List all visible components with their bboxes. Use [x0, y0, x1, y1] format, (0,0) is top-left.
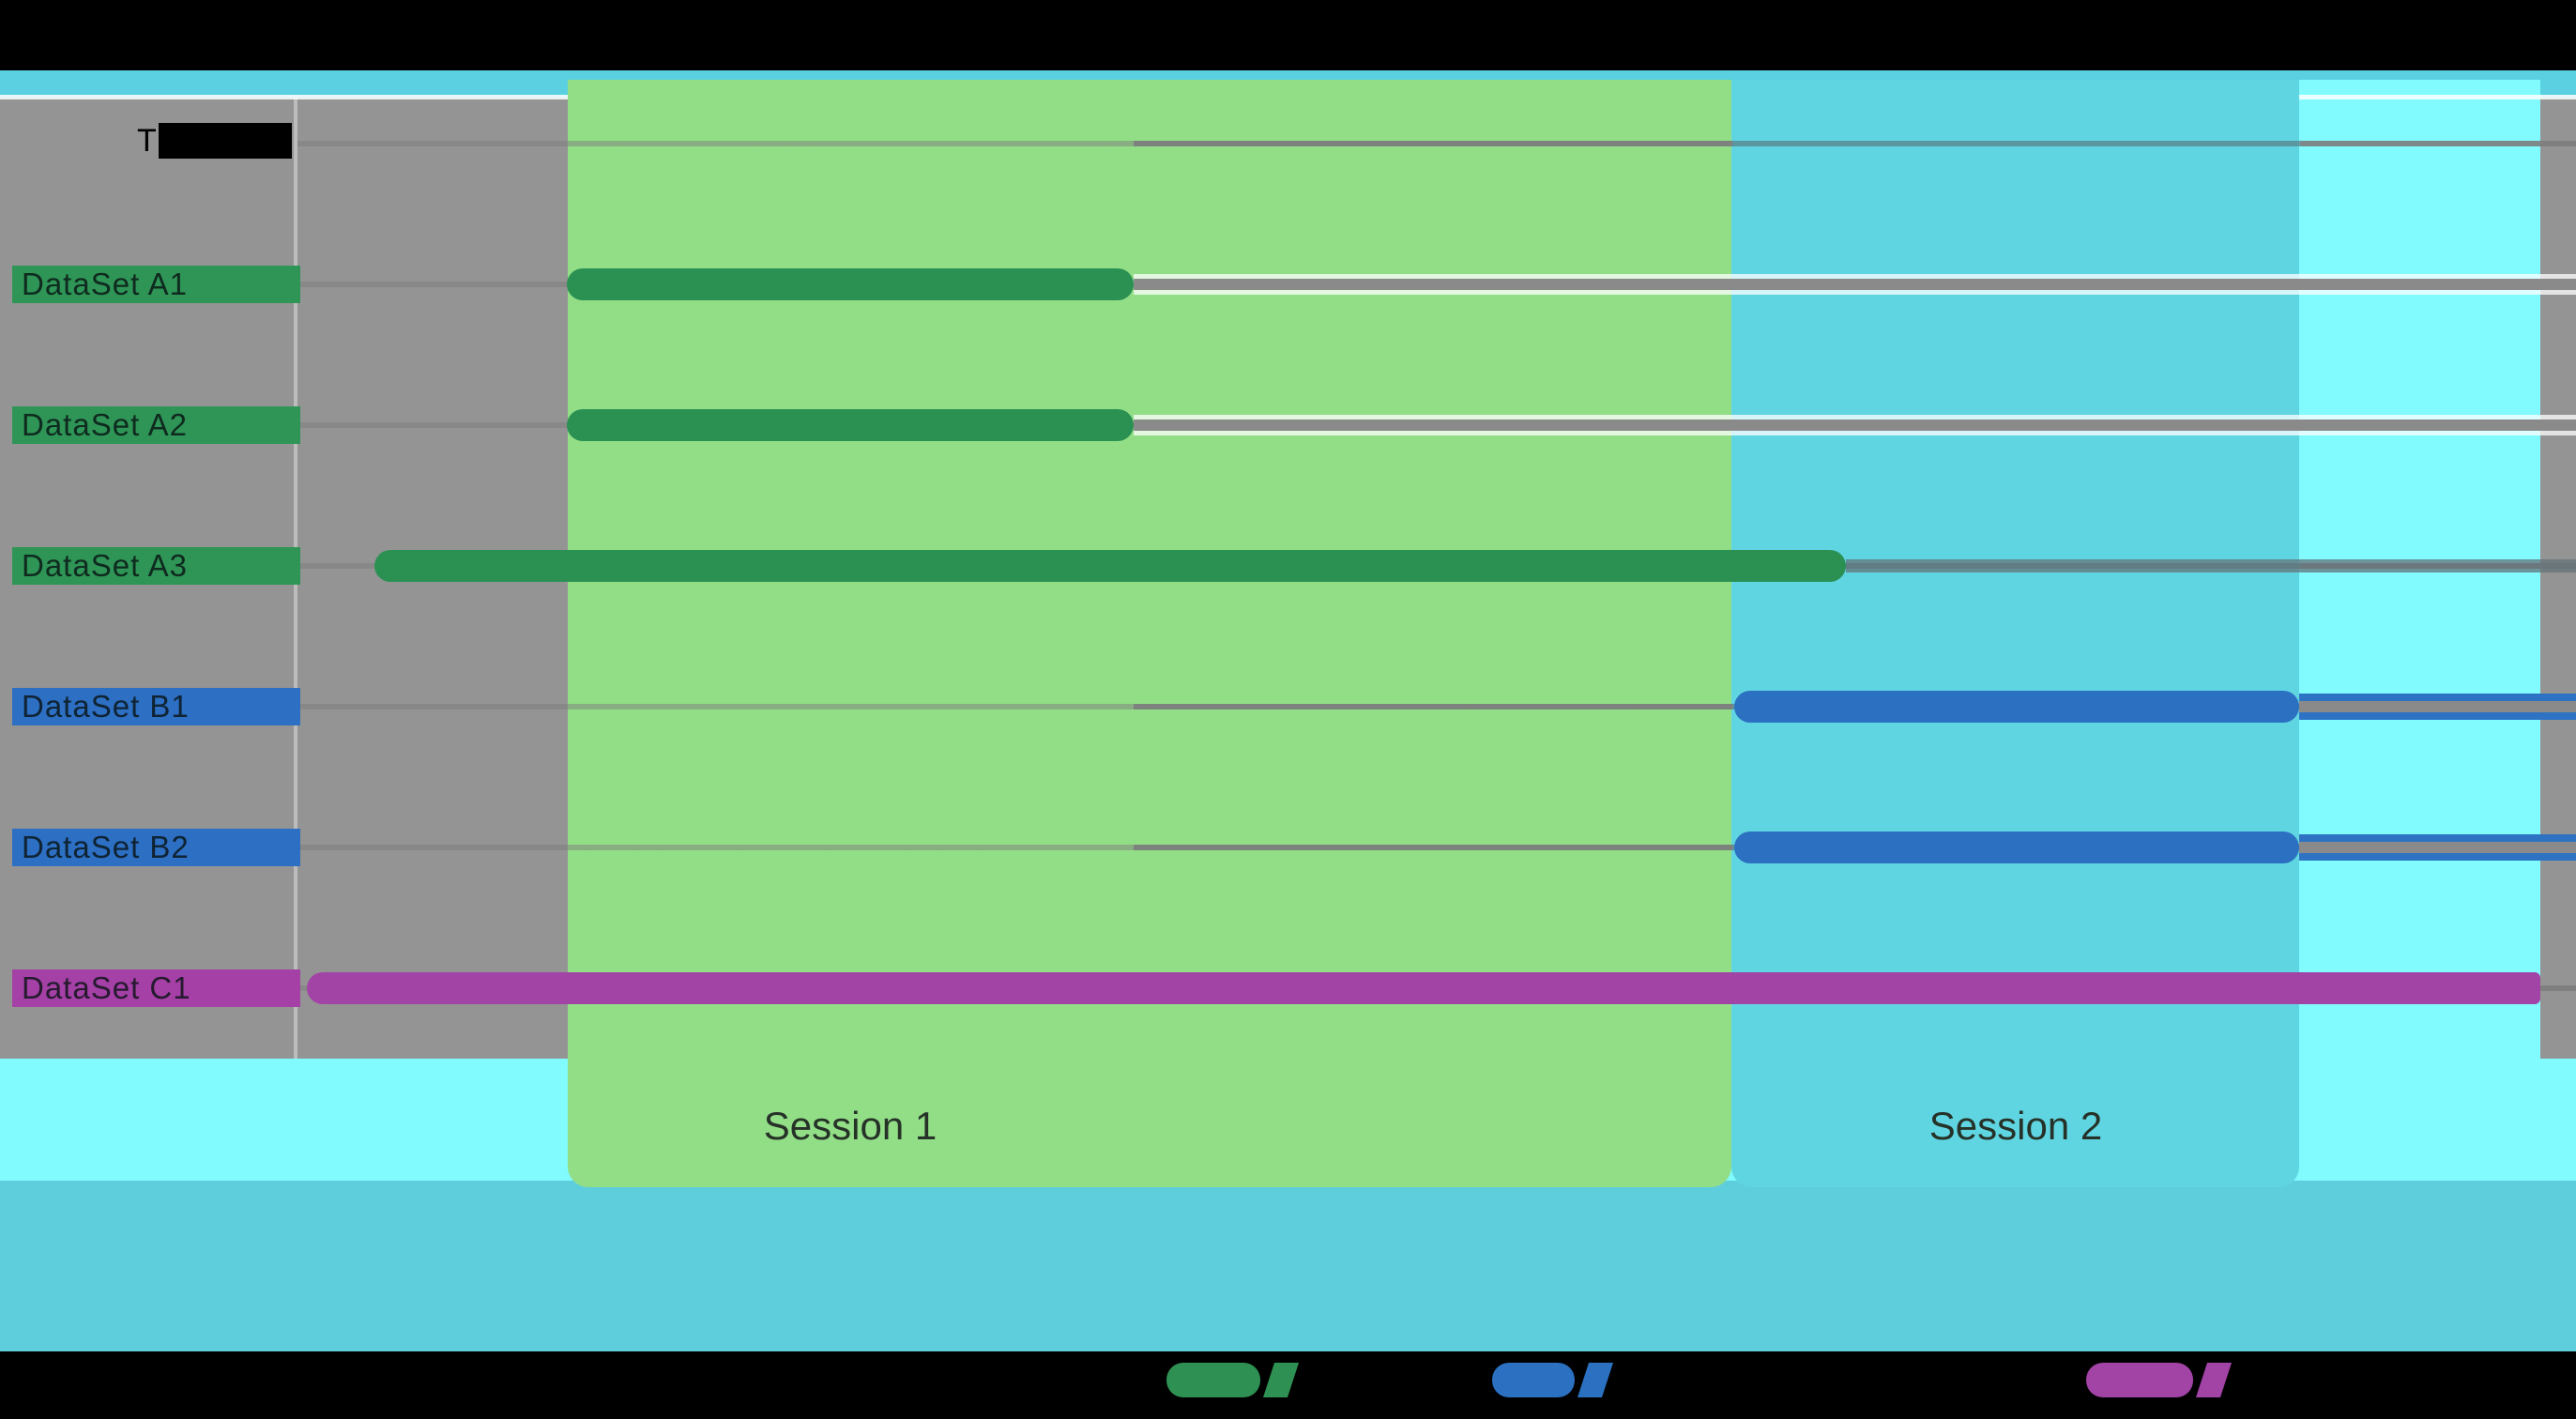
bar-dataset-b2 — [1734, 832, 2299, 863]
track-stripe — [2299, 701, 2576, 712]
legend-slash-3 — [2195, 1363, 2233, 1397]
track-stripe — [1134, 274, 2576, 279]
legend-slash-1 — [1262, 1363, 1300, 1397]
legend-label-redacted-1 — [1302, 1366, 1480, 1395]
track-stripe — [2299, 853, 2576, 861]
track-dataset-b2 — [2299, 834, 2576, 861]
legend-item-1 — [1166, 1363, 1480, 1397]
top-hairline-right — [2299, 95, 2576, 99]
session-label-1: Session 1 — [763, 1104, 937, 1148]
legend-item-2 — [1492, 1363, 1794, 1397]
gridline-row-0 — [297, 141, 2576, 146]
bar-dataset-a2 — [567, 409, 1134, 441]
track-dataset-a1 — [1134, 274, 2576, 295]
session-band-1 — [568, 80, 1731, 1187]
row-label-dataset-a3: DataSet A3 — [12, 547, 300, 585]
trailing-band — [2299, 80, 2540, 1181]
track-dataset-b1 — [2299, 694, 2576, 720]
row-label-dataset-a2: DataSet A2 — [12, 406, 300, 444]
legend-item-3 — [2086, 1363, 2413, 1397]
track-stripe — [2299, 842, 2576, 853]
track-stripe — [2299, 694, 2576, 701]
bar-dataset-a3 — [374, 550, 1846, 582]
legend-swatch-3 — [2086, 1363, 2193, 1397]
gridline-row-5 — [297, 845, 2576, 850]
session-band-2 — [1731, 80, 2299, 1187]
row-label-dataset-c1: DataSet C1 — [12, 969, 300, 1007]
legend-label-redacted-3 — [2234, 1366, 2413, 1395]
track-stripe — [1846, 559, 2576, 572]
title-redaction-box — [158, 123, 292, 159]
track-stripe — [1134, 279, 2576, 290]
row-label-dataset-a1: DataSet A1 — [12, 266, 300, 303]
track-stripe — [2299, 834, 2576, 842]
bar-dataset-b1 — [1734, 691, 2299, 723]
session-label-2: Session 2 — [1928, 1104, 2103, 1148]
row-label-dataset-b1: DataSet B1 — [12, 688, 300, 725]
top-hairline-left — [0, 95, 568, 99]
legend-label-redacted-2 — [1616, 1366, 1794, 1395]
legend-slash-2 — [1577, 1363, 1614, 1397]
bar-dataset-c1 — [307, 972, 2540, 1004]
track-stripe — [1134, 415, 2576, 420]
track-stripe — [1134, 290, 2576, 295]
chart-title: T — [137, 122, 292, 160]
legend-swatch-2 — [1492, 1363, 1575, 1397]
bottom-cyan-band — [0, 1181, 2576, 1351]
track-dataset-a2 — [1134, 415, 2576, 435]
title-visible-text: T — [137, 122, 157, 159]
gridline-row-4 — [297, 704, 2576, 710]
track-dataset-a3 — [1846, 559, 2576, 572]
track-stripe — [1134, 431, 2576, 435]
track-stripe — [2299, 712, 2576, 720]
track-stripe — [1134, 420, 2576, 431]
bar-dataset-a1 — [567, 268, 1134, 300]
row-label-dataset-b2: DataSet B2 — [12, 829, 300, 866]
legend-swatch-1 — [1166, 1363, 1260, 1397]
